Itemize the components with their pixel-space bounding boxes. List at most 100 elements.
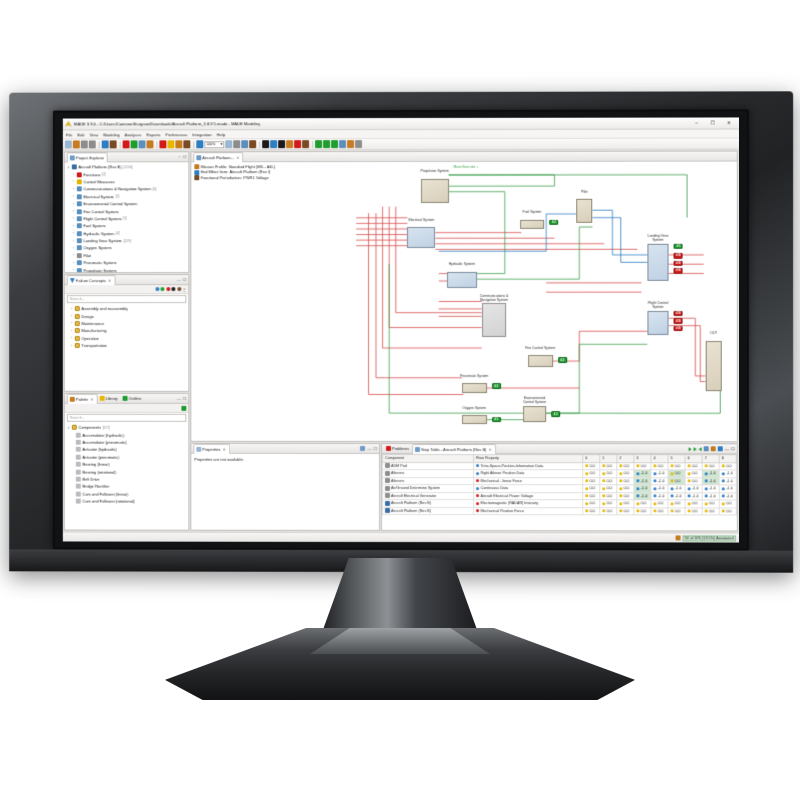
menu-help[interactable]: Help — [216, 131, 226, 137]
step-table-value-cell[interactable]: 0.0 — [599, 477, 617, 485]
reset-steps-icon[interactable] — [703, 446, 709, 452]
minimize-panel-icon[interactable]: − — [178, 154, 181, 160]
tree-expand-arrow-icon[interactable]: › — [71, 321, 73, 326]
failure-concept-item[interactable]: ›Design — [67, 312, 188, 319]
toolbar-button-10[interactable] — [138, 140, 146, 149]
toolbar-button-9[interactable] — [130, 140, 138, 149]
menu-reports[interactable]: Reports — [146, 131, 161, 137]
step-table-column-header[interactable]: 5 — [668, 454, 686, 463]
diagram-value-badge[interactable]: 4 2 — [557, 357, 567, 363]
maximize-panel-icon[interactable]: ☐ — [731, 446, 735, 452]
project-explorer-tree[interactable]: ▾Aircraft Platform (Rev B)[1234]›Functio… — [64, 162, 189, 273]
tab-outline[interactable]: Outline — [121, 393, 145, 403]
toolbar-button-15[interactable] — [175, 140, 183, 149]
palette-component-item[interactable]: Cam and Follower (linear) — [67, 490, 188, 498]
step-table-value-cell[interactable]: 0.0 — [702, 499, 720, 508]
add-component-icon[interactable] — [181, 405, 187, 411]
palette-component-item[interactable]: Bearing (rotational) — [67, 468, 188, 476]
tab-step-table[interactable]: Step Table - Aircraft Platform (Rev B)✕ — [411, 444, 496, 455]
failure-concept-item[interactable]: ›Maintenance — [67, 320, 188, 327]
step-table-value-cell[interactable]: 0.0 — [616, 492, 634, 500]
toolbar-button-1[interactable] — [72, 140, 80, 149]
diagram-block[interactable] — [647, 310, 669, 335]
menu-edit[interactable]: Edit — [77, 131, 85, 137]
diagram-block[interactable] — [407, 227, 436, 248]
failure-filter-dot-2[interactable] — [165, 287, 170, 292]
project-tree-item[interactable]: ›Flight Control System[1] — [67, 215, 188, 222]
step-table-column-header[interactable]: 7 — [702, 454, 720, 463]
tree-expand-arrow-icon[interactable]: › — [72, 238, 75, 243]
diagram-value-badge[interactable]: 4 50 — [673, 260, 683, 267]
maximize-button[interactable]: ☐ — [710, 120, 715, 127]
step-table-value-cell[interactable]: 0.0 — [599, 484, 617, 493]
menu-analyses[interactable]: Analyses — [124, 131, 142, 137]
failure-concept-item[interactable]: ›Manufacturing — [67, 327, 188, 334]
toolbar-button-14[interactable] — [167, 140, 175, 149]
step-table-column-header[interactable]: 3 — [633, 454, 651, 463]
tree-expand-arrow-icon[interactable]: › — [72, 231, 75, 236]
project-tree-item[interactable]: ›Propulsion System — [67, 267, 188, 273]
project-tree-item[interactable]: ›Control Measures — [67, 178, 188, 186]
step-table-value-cell[interactable]: -1.0 — [702, 492, 720, 500]
toolbar-button-b17[interactable] — [355, 140, 363, 149]
step-table-value-cell[interactable]: -1.0 — [650, 469, 669, 478]
step-table-value-cell[interactable]: 0.0 — [719, 507, 737, 515]
tree-expand-arrow-icon[interactable]: ▾ — [67, 425, 70, 430]
toolbar-button-b2[interactable] — [241, 140, 249, 149]
project-tree-item[interactable]: ›Pneumatic System — [67, 259, 188, 266]
close-button[interactable]: ✕ — [726, 119, 731, 126]
step-table-value-cell[interactable]: 0.0 — [719, 499, 737, 508]
step-table-value-cell[interactable]: 0.0 — [582, 462, 600, 470]
toolbar-button-b3[interactable] — [249, 140, 257, 149]
tree-expand-arrow-icon[interactable]: › — [71, 328, 73, 333]
diagram-block[interactable] — [446, 271, 477, 289]
step-table-value-cell[interactable]: 0.0 — [650, 499, 669, 508]
step-table-value-cell[interactable]: 0.0 — [582, 492, 600, 500]
diagram-value-badge[interactable]: 4 5 — [673, 243, 683, 250]
tab-problems[interactable]: Problems — [384, 443, 412, 453]
tab-failure-concepts[interactable]: Failure Concepts ✕ — [66, 275, 116, 286]
step-table-value-cell[interactable]: -1.0 — [719, 469, 737, 478]
step-table-value-cell[interactable]: 0.0 — [582, 469, 600, 478]
toolbar-button-18[interactable] — [196, 140, 204, 149]
step-table-value-cell[interactable]: -1.0 — [633, 477, 651, 485]
step-table-value-cell[interactable]: 0.0 — [668, 507, 686, 515]
diagram-block[interactable] — [647, 243, 669, 281]
tab-properties[interactable]: Properties ✕ — [193, 443, 230, 454]
diagram-value-badge[interactable]: 4 50 — [673, 267, 683, 274]
failure-filter-dot-4[interactable] — [176, 287, 181, 292]
toolbar-button-b13[interactable] — [323, 140, 331, 149]
step-table-value-cell[interactable]: -1.0 — [668, 492, 686, 500]
step-table-value-cell[interactable]: 0.0 — [685, 477, 703, 485]
failure-filter-dot-0[interactable] — [154, 287, 159, 292]
step-table-value-cell[interactable]: -1.0 — [685, 492, 703, 500]
maximize-panel-icon[interactable]: ☐ — [182, 154, 187, 160]
toolbar-button-b12[interactable] — [315, 140, 323, 149]
project-tree-item[interactable]: ›Hydraulic System[4] — [67, 230, 188, 237]
toolbar-button-b0[interactable] — [225, 140, 233, 149]
step-table-column-header[interactable]: Component — [382, 454, 474, 463]
palette-search-input[interactable]: Search... — [66, 413, 187, 422]
step-table-value-cell[interactable]: 0.0 — [599, 462, 617, 470]
maximize-panel-icon[interactable]: ☐ — [182, 395, 187, 401]
toolbar-button-b14[interactable] — [331, 140, 339, 149]
diagram-block[interactable] — [576, 198, 593, 224]
tree-expand-arrow-icon[interactable]: › — [72, 201, 75, 206]
step-table-column-header[interactable]: 2 — [616, 454, 634, 463]
step-table-column-header[interactable]: 6 — [685, 454, 703, 463]
tree-expand-arrow-icon[interactable]: › — [71, 306, 73, 311]
step-table-value-cell[interactable]: 0.0 — [633, 462, 651, 470]
minimize-panel-icon[interactable]: — — [724, 446, 730, 452]
toolbar-button-13[interactable] — [159, 140, 167, 149]
project-tree-item[interactable]: ›Oxygen System — [67, 244, 188, 251]
diagram-value-badge[interactable]: 4 50 — [673, 318, 683, 324]
diagram-block[interactable] — [705, 340, 722, 391]
palette-component-item[interactable]: Accumulator (hydraulic) — [67, 431, 188, 438]
toolbar-button-b1[interactable] — [233, 140, 241, 149]
failure-filter-dot-3[interactable] — [171, 287, 176, 292]
tree-expand-arrow-icon[interactable]: › — [72, 209, 75, 214]
close-tab-icon[interactable]: ✕ — [488, 447, 492, 453]
diagram-canvas[interactable]: Mission Profile:Standard Flight (MIL - A… — [191, 161, 737, 442]
step-table-value-cell[interactable]: 0.0 — [685, 462, 703, 470]
maximize-panel-icon[interactable]: ☐ — [373, 445, 378, 451]
